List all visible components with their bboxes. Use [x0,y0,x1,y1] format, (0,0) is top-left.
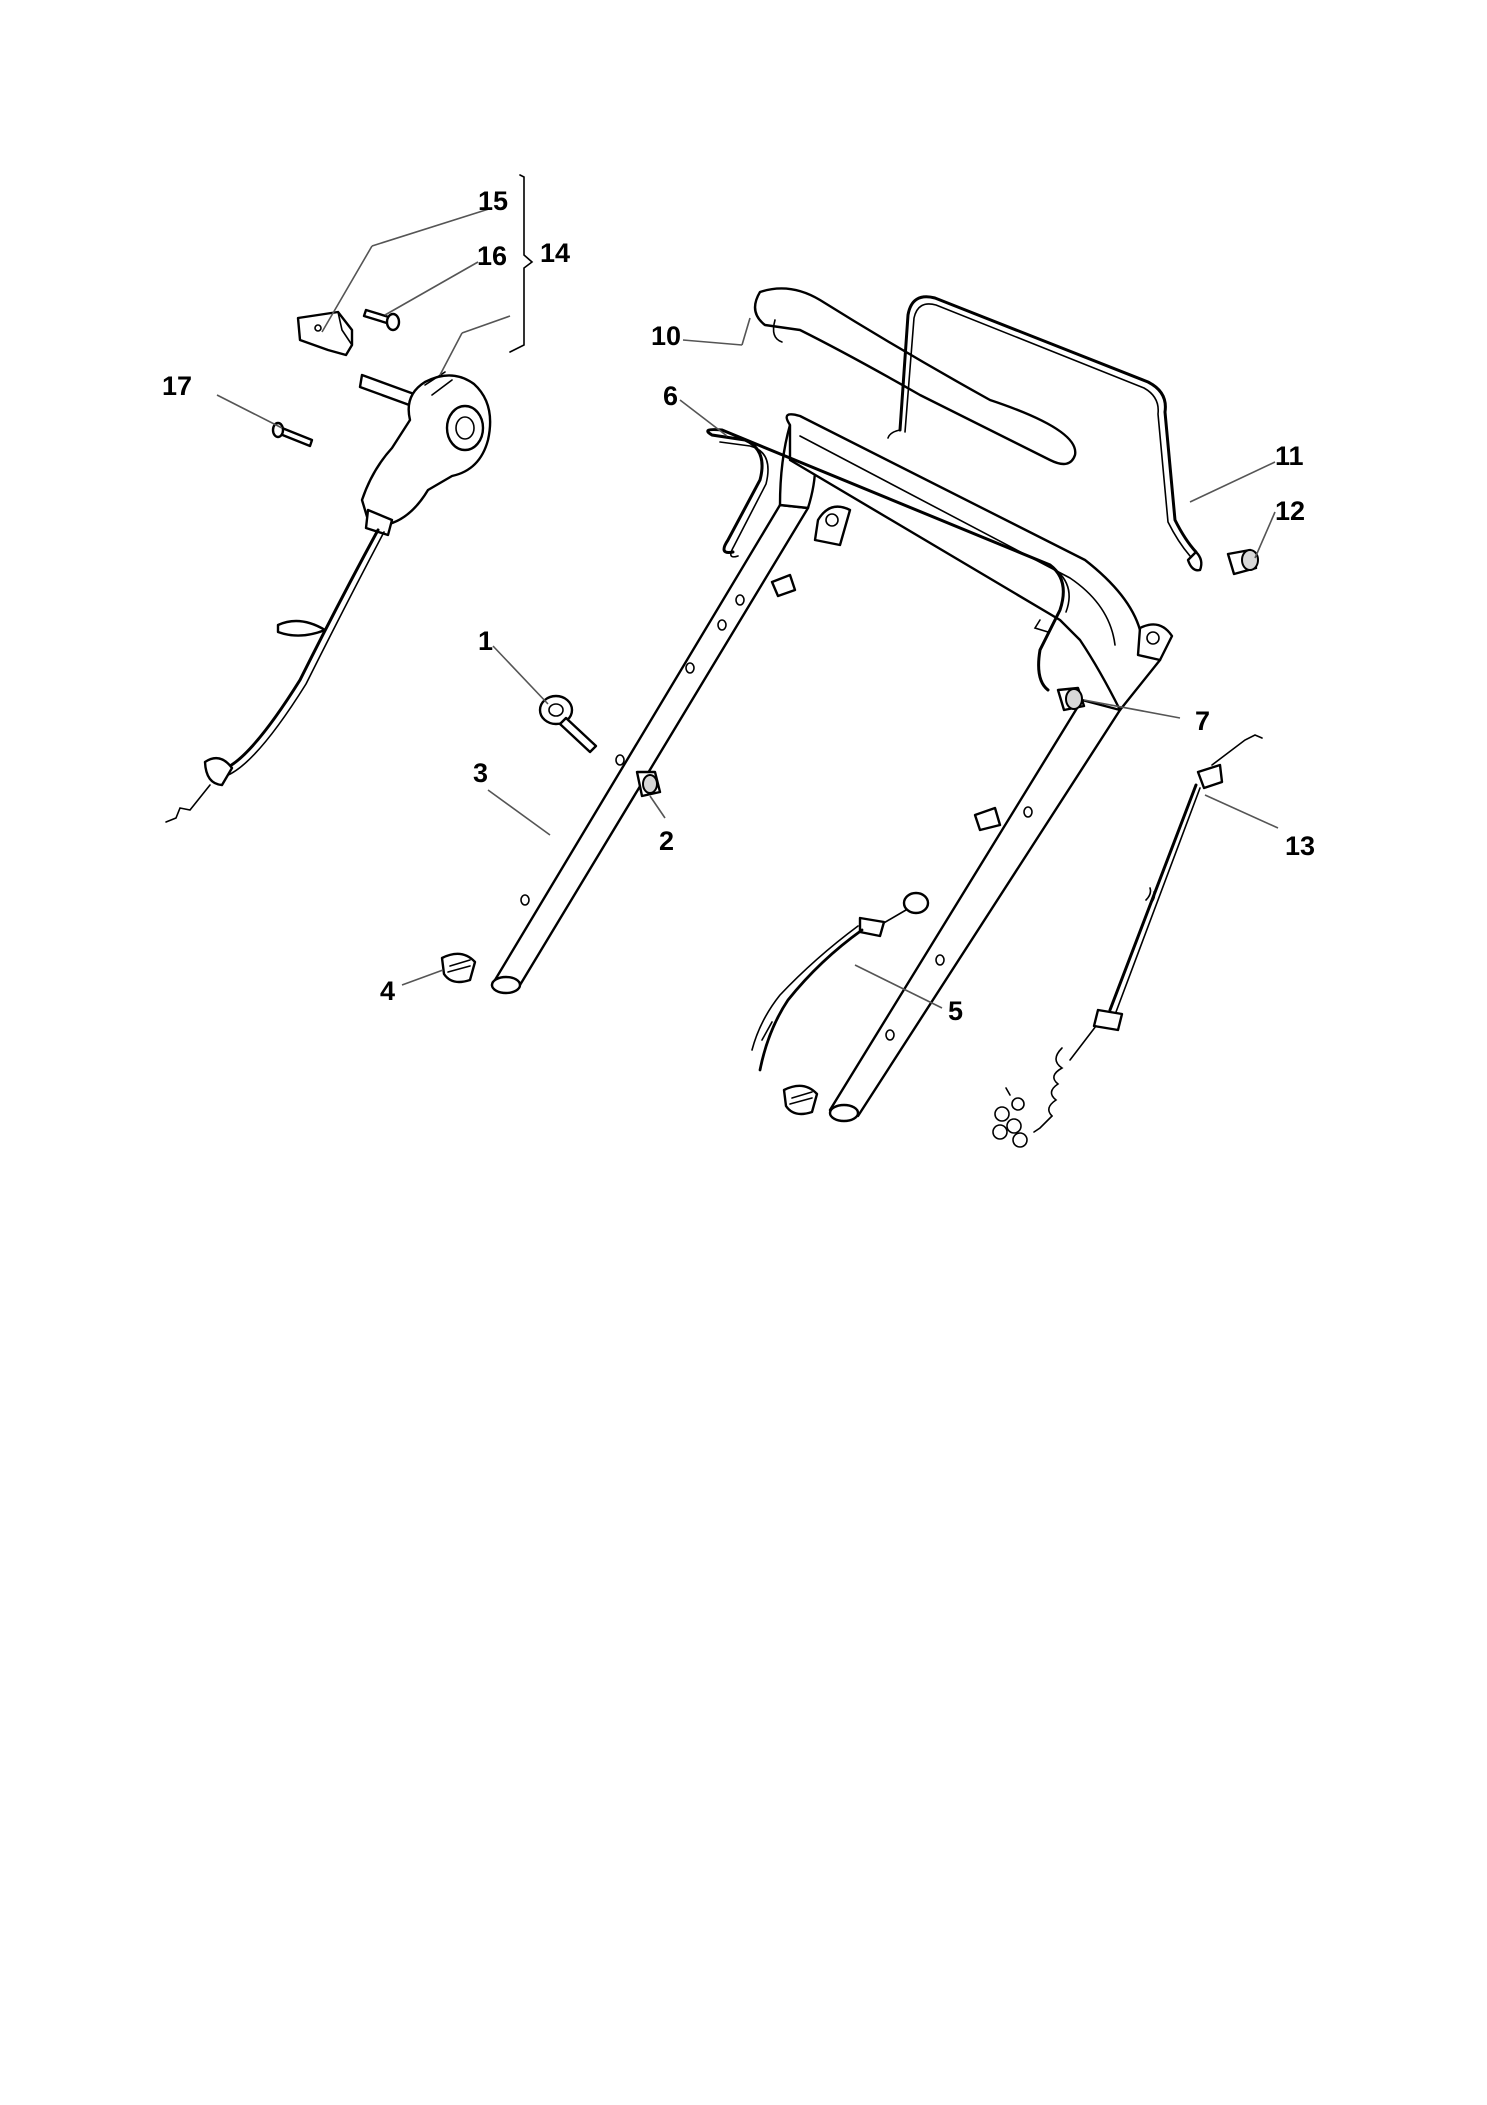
handle-rod [887,295,1203,572]
plug-4 [440,952,477,984]
throttle-lever-assembly [165,371,492,823]
knob-bolt [538,694,598,754]
lower-handle-frame [490,413,1174,1123]
control-cable-13 [992,734,1263,1148]
callout-7: 7 [1195,706,1210,736]
lever-cover [296,310,354,357]
callout-5: 5 [948,996,963,1026]
nut-7 [1056,686,1086,712]
callout-12: 12 [1275,496,1305,526]
screw-16 [362,308,401,332]
nut-12 [1226,548,1259,576]
callout-14: 14 [540,238,570,268]
callout-4: 4 [380,976,395,1006]
nut-2 [635,770,662,798]
callout-17: 17 [162,371,192,401]
callout-15: 15 [478,186,508,216]
callout-6: 6 [663,381,678,411]
control-cable-5 [751,891,930,1072]
bail-wire [706,428,1070,692]
callout-13: 13 [1285,831,1315,861]
leader-lines [216,207,1279,1009]
callout-1: 1 [478,626,493,656]
callout-2: 2 [659,826,674,856]
callout-10: 10 [651,321,681,351]
callout-11: 11 [1275,441,1304,471]
plug-right [782,1084,819,1116]
upper-handle [753,287,1077,466]
callout-16: 16 [477,241,507,271]
callout-3: 3 [473,758,488,788]
callout-labels: 15 16 14 17 10 6 11 12 1 7 3 2 13 4 5 [162,186,1315,1026]
